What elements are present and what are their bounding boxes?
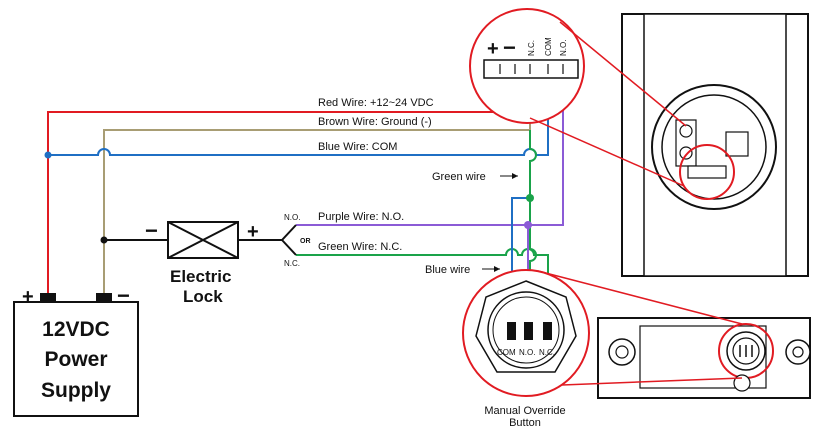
purple-wire	[296, 78, 564, 226]
green-wire-vertical	[529, 130, 537, 198]
housing-small-circle	[733, 374, 751, 392]
red-wire-label: Red Wire: +12~24 VDC	[318, 97, 434, 109]
blue-wire-label: Blue Wire: COM	[318, 141, 397, 153]
button-caption-line1: Manual Override	[484, 405, 565, 417]
housing-button-pins	[739, 345, 753, 357]
housing-left-mount-inner	[615, 345, 629, 359]
terminal-no-label: N.O.	[559, 40, 568, 56]
power-plus-sign: +	[22, 286, 34, 308]
device-screw-bottom	[679, 146, 693, 160]
lock-no-label: N.O.	[284, 213, 300, 222]
green-nc-wire-label: Green Wire: N.C.	[318, 241, 402, 253]
blue-wire-arrowhead	[494, 266, 500, 272]
terminal-plus-label: +	[487, 38, 499, 60]
terminal-com-label: COM	[544, 37, 553, 56]
power-supply: + − 12VDC Power Supply	[13, 283, 139, 417]
purple-junction-dot	[524, 221, 532, 229]
terminal-pins	[499, 64, 564, 74]
terminal-callout-line-bottom	[529, 117, 685, 187]
button-caption-line2: Button	[509, 417, 541, 429]
device-connector-highlight	[679, 144, 735, 200]
red-wire	[47, 78, 516, 293]
power-plus-terminal	[40, 293, 56, 303]
device-relay-right	[725, 131, 749, 157]
manual-override-button: COM N.O. N.C. Manual Override Button	[462, 269, 590, 429]
green-nc-wire	[296, 248, 549, 330]
lock-nc-label: N.C.	[284, 259, 300, 268]
brown-wire	[103, 78, 531, 293]
brown-wire-label: Brown Wire: Ground (-)	[318, 116, 432, 128]
power-supply-line1: 12VDC	[42, 318, 110, 341]
power-supply-line3: Supply	[41, 379, 111, 402]
button-pin-nc	[543, 322, 552, 340]
housing-right-mount-inner	[792, 346, 804, 358]
green-junction-dot	[526, 194, 534, 202]
blue-wire-callout: Blue wire	[425, 264, 470, 276]
power-supply-line2: Power	[44, 348, 107, 371]
device-panel	[621, 13, 809, 277]
button-pin-com	[507, 322, 516, 340]
device-connector	[687, 165, 727, 179]
button-callout-line-bottom	[561, 377, 743, 386]
brown-junction-dot	[100, 236, 108, 244]
terminal-minus-label: −	[503, 35, 516, 60]
terminal-block: + − N.C. COM N.O.	[469, 8, 585, 124]
button-com-label: COM	[497, 348, 516, 357]
electric-lock: − + Electric Lock N.O. OR N.C.	[145, 213, 311, 306]
button-nc-label: N.C.	[539, 348, 555, 357]
terminal-nc-label: N.C.	[527, 40, 536, 56]
button-callout-line-top	[537, 270, 743, 325]
power-supply-box	[13, 301, 139, 417]
lock-cross	[167, 221, 239, 259]
power-minus-sign: −	[117, 283, 130, 308]
blue-junction-dot	[44, 151, 52, 159]
blue-wire	[48, 78, 549, 156]
green-wire-no	[529, 198, 537, 330]
lock-plus-sign: +	[247, 221, 259, 243]
device-screw-top	[679, 124, 693, 138]
green-wire-callout: Green wire	[432, 171, 486, 183]
lock-label-line2: Lock	[183, 287, 223, 306]
button-no-label: N.O.	[519, 348, 535, 357]
lock-or-label: OR	[300, 238, 311, 245]
terminal-callout-line-top	[559, 21, 687, 127]
lock-minus-sign: −	[145, 218, 158, 243]
green-wire-arrowhead	[512, 173, 518, 179]
terminal-strip	[483, 59, 579, 79]
button-pin-no	[524, 322, 533, 340]
purple-wire-label: Purple Wire: N.O.	[318, 211, 404, 223]
lock-plus-wire	[238, 224, 297, 256]
power-minus-terminal	[96, 293, 112, 303]
lock-label-line1: Electric	[170, 267, 231, 286]
button-housing	[597, 317, 811, 399]
